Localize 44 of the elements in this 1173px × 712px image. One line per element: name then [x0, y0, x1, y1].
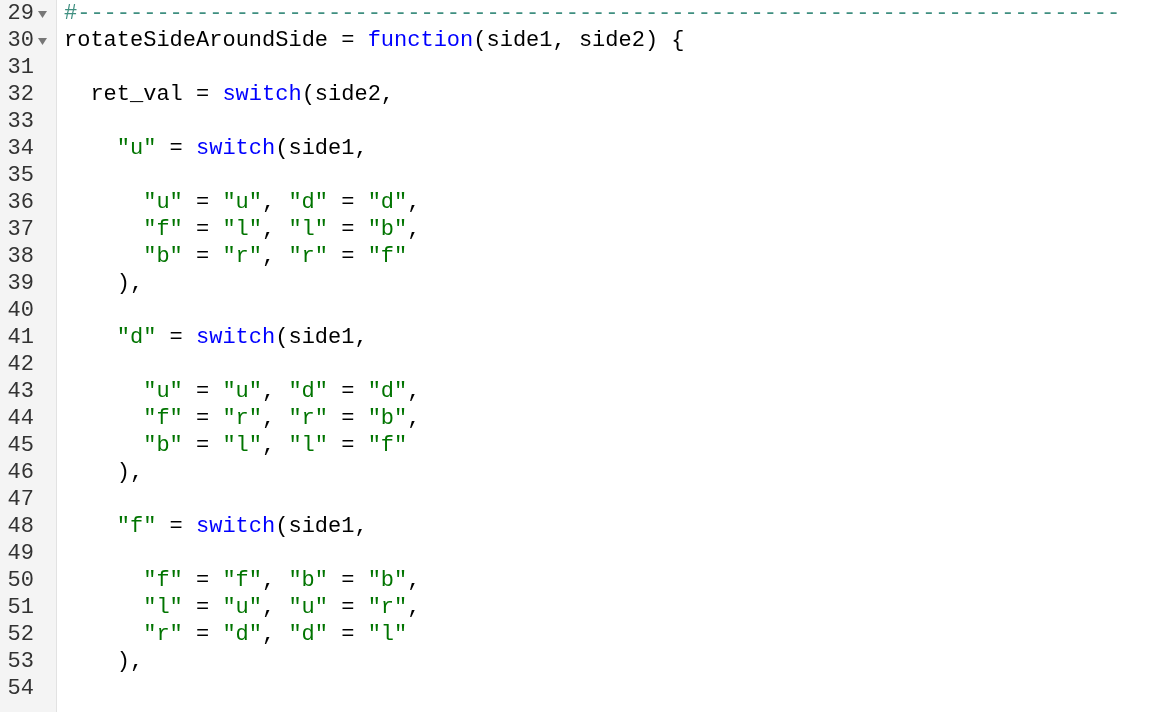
code-line: "f" = "r", "r" = "b", [143, 405, 421, 432]
code-line: "l" = "u", "u" = "r", [143, 594, 421, 621]
code-line: "u" = "u", "d" = "d", [143, 189, 421, 216]
code-line: ), [116, 270, 144, 297]
line-number: 54 [6, 675, 34, 702]
line-number: 41 [6, 324, 34, 351]
line-number: 35 [6, 162, 34, 189]
line-number: 33 [6, 108, 34, 135]
line-number: 52 [6, 621, 34, 648]
line-number: 39 [6, 270, 34, 297]
code-line: "b" = "r", "r" = "f" [143, 243, 408, 270]
line-number: 30 [6, 27, 34, 54]
line-number: 37 [6, 216, 34, 243]
line-number: 42 [6, 351, 34, 378]
line-number: 44 [6, 405, 34, 432]
line-number: 45 [6, 432, 34, 459]
line-number: 34 [6, 135, 34, 162]
line-number: 29 [6, 0, 34, 27]
line-number: 43 [6, 378, 34, 405]
line-number: 50 [6, 567, 34, 594]
code-line: ), [116, 459, 144, 486]
line-number: 51 [6, 594, 34, 621]
code-line: ret_val = switch(side2, [90, 81, 395, 108]
line-number: 40 [6, 297, 34, 324]
line-number: 31 [6, 54, 34, 81]
line-number: 46 [6, 459, 34, 486]
code-line: "r" = "d", "d" = "l" [143, 621, 408, 648]
line-number: 53 [6, 648, 34, 675]
line-number: 38 [6, 243, 34, 270]
code-line: "f" = "l", "l" = "b", [143, 216, 421, 243]
line-number: 32 [6, 81, 34, 108]
code-line: "b" = "l", "l" = "f" [143, 432, 408, 459]
code-comment: #------------------------------------------------------------------------------- [64, 0, 1121, 27]
code-line: "u" = switch(side1, [116, 135, 368, 162]
code-line: ), [116, 648, 144, 675]
line-number: 48 [6, 513, 34, 540]
code-line: "f" = switch(side1, [116, 513, 368, 540]
line-number: 49 [6, 540, 34, 567]
line-number: 36 [6, 189, 34, 216]
code-line: rotateSideAroundSide = function(side1, side2) { [64, 27, 685, 54]
code-line: "f" = "f", "b" = "b", [143, 567, 421, 594]
code-line: "d" = switch(side1, [116, 324, 368, 351]
code-line: "u" = "u", "d" = "d", [143, 378, 421, 405]
line-number: 47 [6, 486, 34, 513]
